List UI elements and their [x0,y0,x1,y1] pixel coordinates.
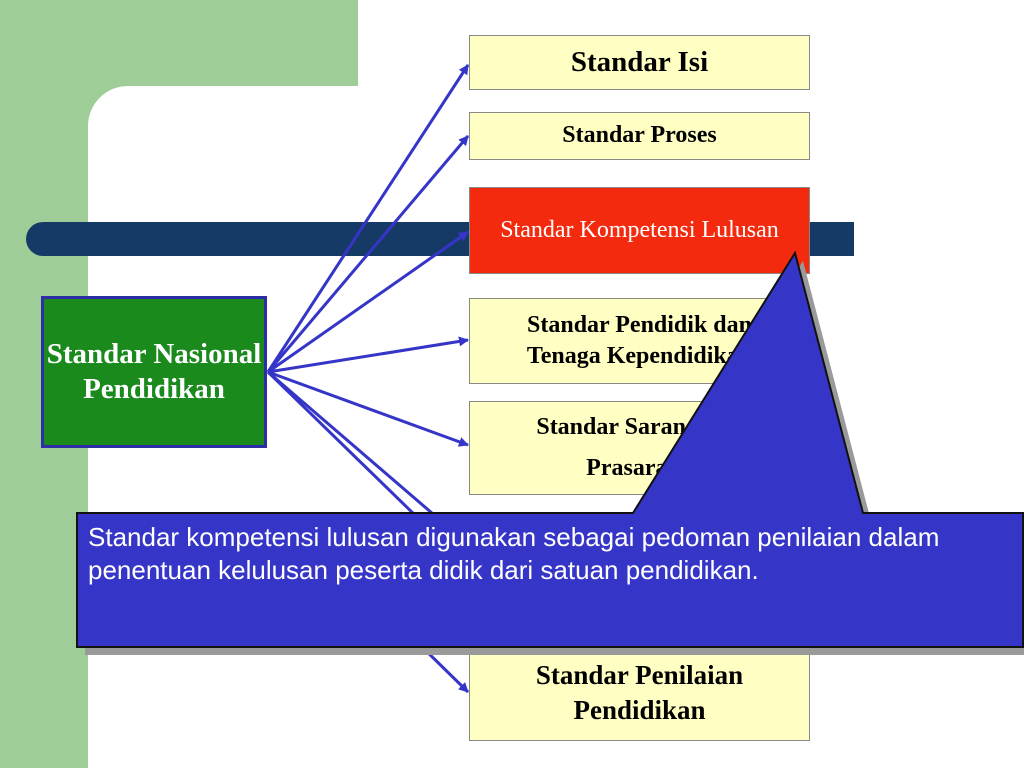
arrow-to-standar-isi [266,64,470,373]
source-box: Standar Nasional Pendidikan [41,296,267,448]
target-box-standar-penilaian: Standar Penilaian Pendidikan [469,645,810,741]
callout-shape [76,250,1024,648]
arrow-to-standar-kompetensi [267,230,469,374]
arrow-to-standar-proses [266,135,470,373]
target-box-standar-proses: Standar Proses [469,112,810,160]
arrow-to-hidden-box [267,370,441,522]
arrow-to-standar-pendidik [267,336,469,374]
arrow-to-hidden-box-2 [266,370,422,522]
target-box-standar-kompetensi-lulusan: Standar Kompetensi Lulusan [469,187,810,274]
callout-text: Standar kompetensi lulusan digunakan seb… [88,522,940,586]
arrow-to-standar-sarana [267,370,469,447]
target-box-standar-isi: Standar Isi [469,35,810,90]
